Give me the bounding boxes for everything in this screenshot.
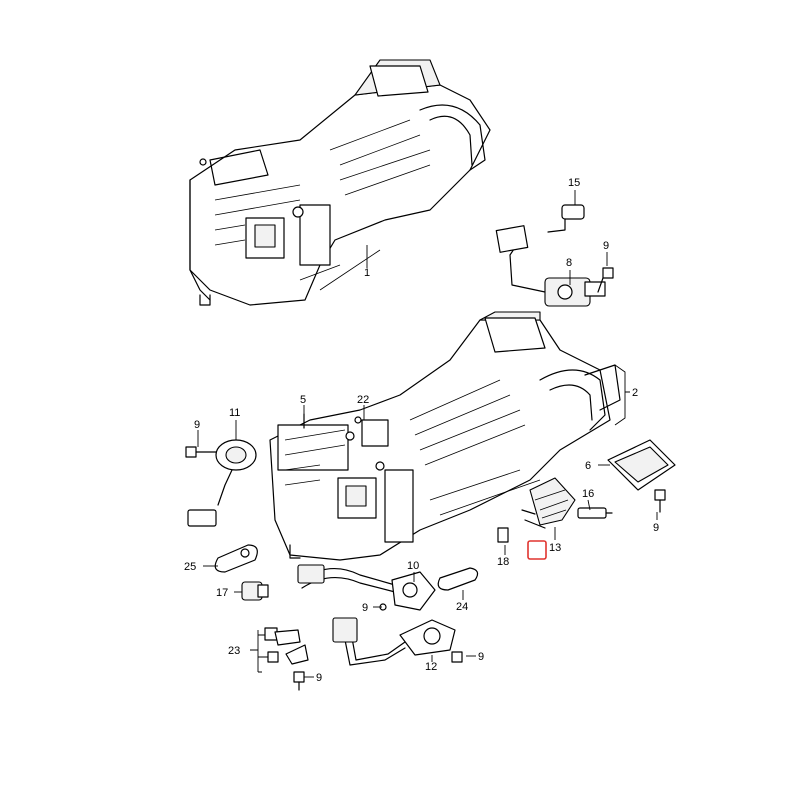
heater-housing-upper bbox=[189, 59, 491, 306]
part-17-connector bbox=[241, 581, 269, 601]
part-6-cover-plate bbox=[607, 439, 676, 491]
part-9-screw-bottom-right bbox=[451, 651, 463, 663]
callout-10: 10 bbox=[407, 560, 419, 572]
callout-labels: 1 15 9 8 2 6 16 9 13 18 5 22 11 9 25 17 … bbox=[184, 177, 659, 684]
heater-housing-lower bbox=[269, 311, 621, 561]
part-23-linkage bbox=[264, 627, 309, 665]
leader-lines bbox=[197, 190, 658, 678]
part-11-motor-sensor bbox=[187, 439, 257, 527]
callout-9: 9 bbox=[478, 651, 484, 663]
callout-1: 1 bbox=[364, 267, 370, 279]
part-8-actuator-connector bbox=[495, 225, 606, 307]
callout-2: 2 bbox=[632, 387, 638, 399]
callout-9: 9 bbox=[362, 602, 368, 614]
callout-13: 13 bbox=[549, 542, 561, 554]
callout-24: 24 bbox=[456, 601, 468, 613]
part-9-screw-top bbox=[597, 267, 614, 293]
callout-23: 23 bbox=[228, 645, 240, 657]
callout-15: 15 bbox=[568, 177, 580, 189]
callout-22: 22 bbox=[357, 394, 369, 406]
part-9-screw-left bbox=[185, 446, 221, 458]
callout-8: 8 bbox=[566, 257, 572, 269]
callout-6: 6 bbox=[585, 460, 591, 472]
callout-11: 11 bbox=[229, 407, 240, 419]
callout-16: 16 bbox=[582, 488, 594, 500]
callout-25: 25 bbox=[184, 561, 196, 573]
callout-17: 17 bbox=[216, 587, 228, 599]
part-9-screw-right bbox=[654, 489, 666, 513]
callout-18: 18 bbox=[497, 556, 509, 568]
part-15-bulb-socket bbox=[547, 204, 585, 233]
part-13-blower-resistor bbox=[521, 477, 576, 529]
part-25-gasket bbox=[214, 544, 258, 573]
callout-5: 5 bbox=[300, 394, 306, 406]
part-13-highlight-box[interactable] bbox=[527, 540, 547, 560]
callout-12: 12 bbox=[425, 661, 437, 673]
part-9-screw-bottom-left bbox=[293, 671, 305, 691]
callout-9: 9 bbox=[603, 240, 609, 252]
part-24-lever bbox=[437, 567, 479, 591]
part-12-flap-actuator bbox=[332, 617, 456, 666]
part-18-clip bbox=[497, 527, 509, 543]
callout-9: 9 bbox=[653, 522, 659, 534]
callout-9: 9 bbox=[316, 672, 322, 684]
part-10-flap-actuator bbox=[297, 564, 436, 611]
part-16-screw bbox=[577, 507, 613, 519]
callout-9: 9 bbox=[194, 419, 200, 431]
